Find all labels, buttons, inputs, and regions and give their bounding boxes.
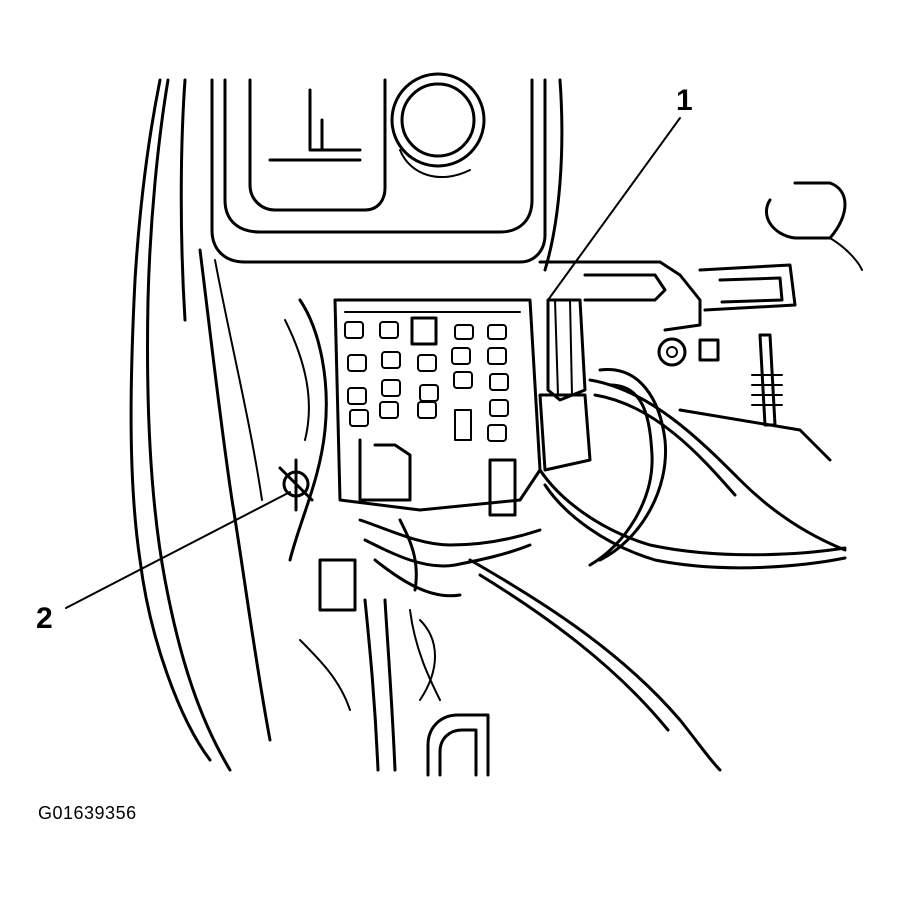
lower-bracket xyxy=(426,713,490,777)
callout-label-2: 2 xyxy=(36,602,53,635)
fuse-block xyxy=(333,298,542,517)
right-bracket xyxy=(538,181,863,462)
dash-upper xyxy=(210,72,564,272)
fuse-slots xyxy=(344,316,509,442)
ground-fastener xyxy=(278,458,314,512)
callout-label-1: 1 xyxy=(676,84,693,117)
callout-2-leader xyxy=(65,491,291,609)
callout-1-leader xyxy=(547,117,681,301)
left-pillar xyxy=(129,78,272,772)
figure-id-label: G01639356 xyxy=(38,803,137,823)
fuse-block-connector xyxy=(538,298,592,472)
wiring-harness xyxy=(284,298,847,772)
